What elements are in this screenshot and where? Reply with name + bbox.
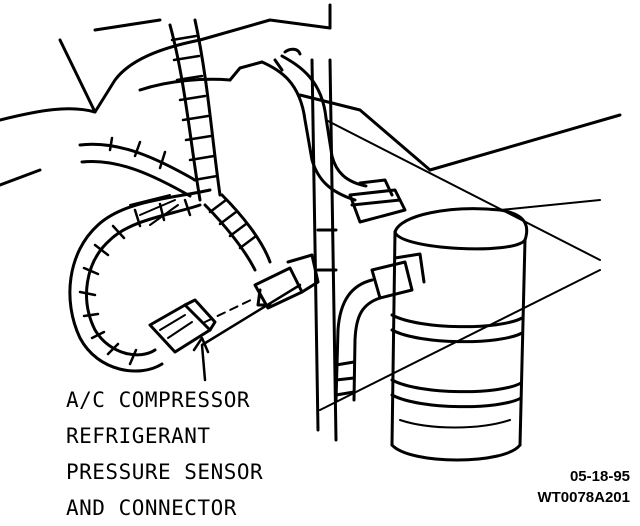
wiring-harness-branch-right xyxy=(203,193,272,272)
figure-date: 05-18-95 xyxy=(569,468,630,485)
callout-leader-arrow xyxy=(192,336,210,354)
accumulator-canister xyxy=(390,207,529,462)
figure-stamp: 05-18-95 WT0078A201 xyxy=(537,466,630,508)
callout-leader-line xyxy=(200,283,302,382)
mounting-bracket xyxy=(310,58,338,442)
component-callout-label: A/C COMPRESSOR REFRIGERANT PRESSURE SENS… xyxy=(66,382,263,526)
reference-line-right-2 xyxy=(499,199,601,211)
accumulator-top-fitting xyxy=(348,178,407,224)
callout-line-2: REFRIGERANT xyxy=(66,424,211,448)
wiring-harness-loop xyxy=(68,188,212,373)
body-panel-outline xyxy=(0,3,622,261)
wiring-harness-branch-left xyxy=(78,136,197,226)
refrigerant-line-upper xyxy=(260,47,368,202)
pressure-sensor xyxy=(253,253,320,310)
callout-line-3: PRESSURE SENSOR xyxy=(66,460,264,484)
callout-line-4: AND CONNECTOR xyxy=(66,496,237,520)
figure-code: WT0078A201 xyxy=(537,489,630,506)
callout-line-1: A/C COMPRESSOR xyxy=(66,388,251,412)
connector-alignment-dashed-line xyxy=(204,297,256,323)
refrigerant-line-elbow xyxy=(334,252,426,402)
reference-line-right xyxy=(319,269,601,411)
wiring-harness-upper xyxy=(168,18,222,202)
electrical-connector xyxy=(148,298,217,354)
